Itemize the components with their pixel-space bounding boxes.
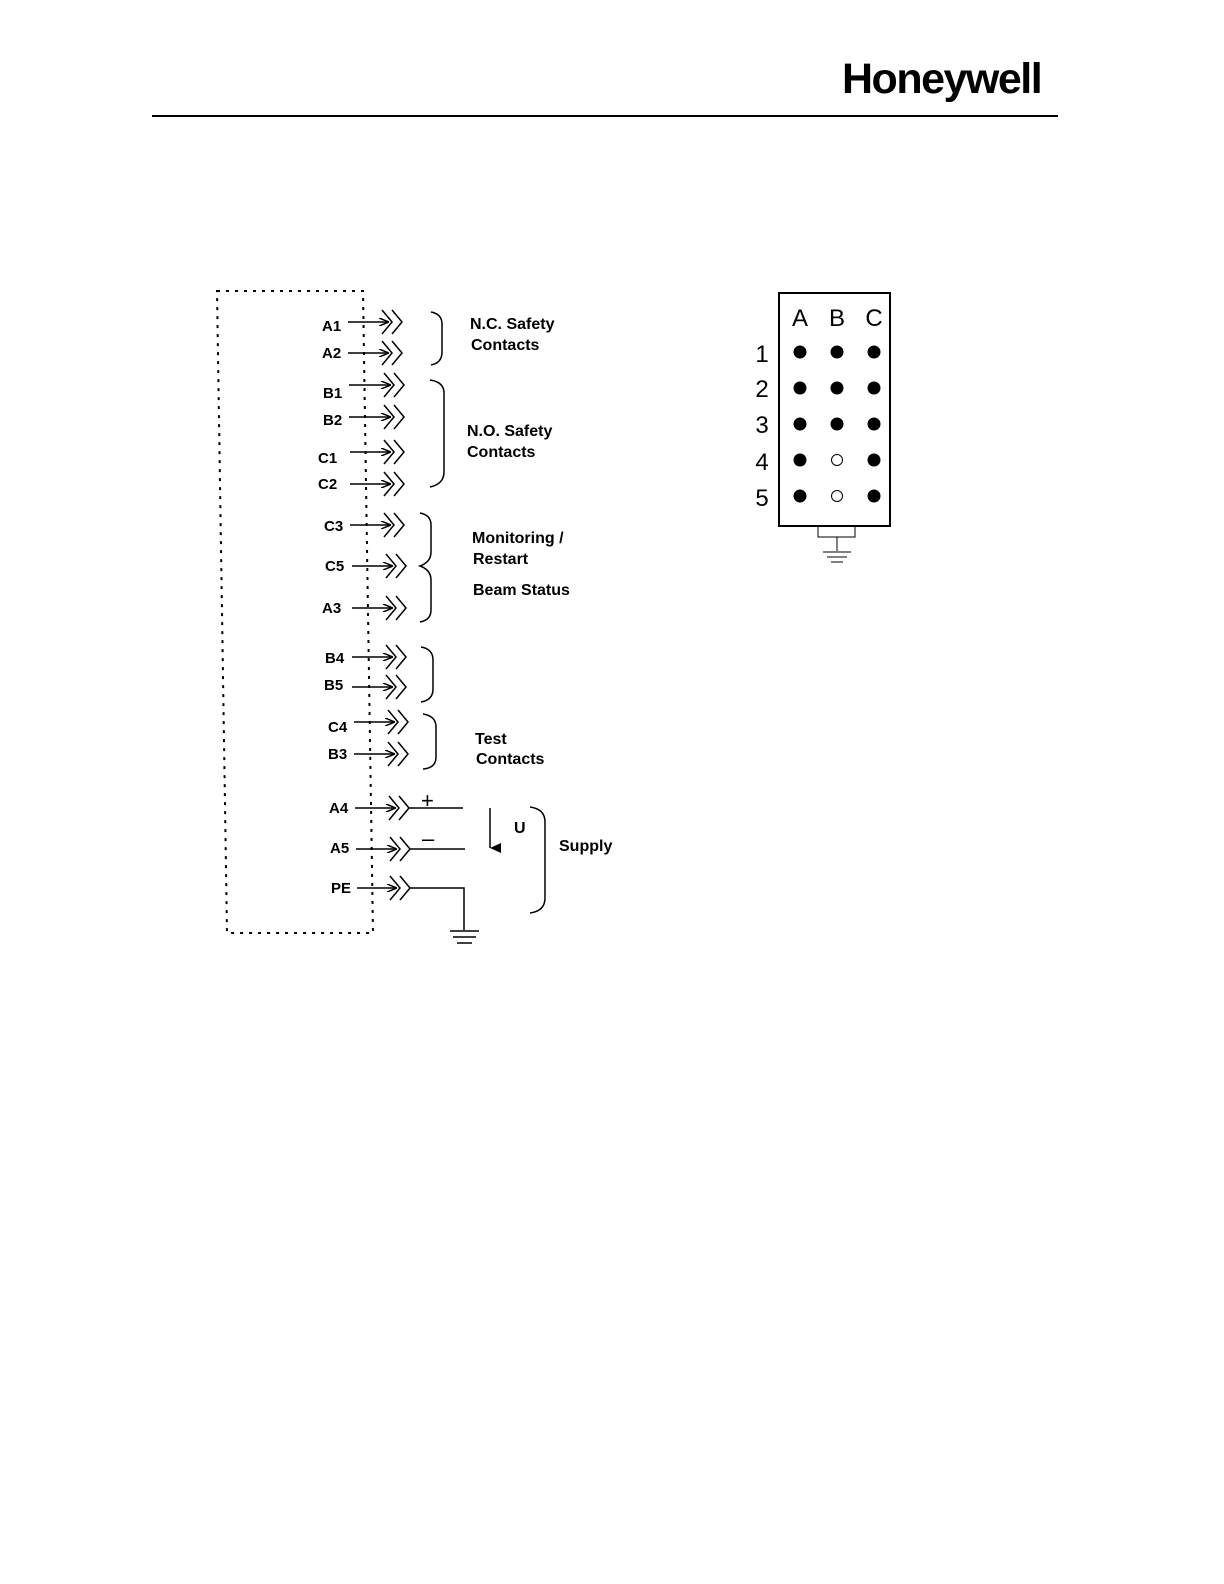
group-test-line1: Test — [475, 731, 507, 748]
connector-col-b: B — [829, 305, 845, 332]
connector-pin-c5 — [868, 490, 880, 502]
connector-col-c: C — [865, 305, 882, 332]
pin-b4: B4 — [325, 645, 406, 669]
connector-pin-c1 — [868, 346, 880, 358]
connector-row-4: 4 — [755, 449, 768, 476]
brace-nc — [431, 312, 442, 365]
pin-label-c4: C4 — [328, 719, 348, 736]
group-beam-status: Beam Status — [473, 582, 570, 599]
pin-label-b4: B4 — [325, 650, 345, 667]
group-no-line2: Contacts — [467, 444, 536, 461]
pin-label-c3: C3 — [324, 518, 343, 535]
brace-supply — [530, 807, 545, 913]
pin-label-b5: B5 — [324, 677, 343, 694]
pin-a3: A3 — [322, 596, 406, 620]
connector-pin-b5 — [832, 491, 843, 502]
connector-pin-a1 — [794, 346, 806, 358]
ground-symbol-icon — [450, 931, 479, 943]
connector-row-2: 2 — [755, 376, 768, 403]
pin-label-c5: C5 — [325, 558, 344, 575]
pin-pe: PE — [331, 876, 479, 943]
pin-label-a2: A2 — [322, 345, 341, 362]
pin-label-b3: B3 — [328, 746, 347, 763]
pin-label-a3: A3 — [322, 600, 341, 617]
pin-c1: C1 — [318, 440, 404, 467]
pin-b1: B1 — [323, 373, 404, 402]
brace-test — [423, 714, 436, 769]
pin-label-c1: C1 — [318, 450, 337, 467]
group-monitoring-line1: Monitoring / — [472, 530, 564, 547]
pin-b2: B2 — [323, 405, 404, 429]
pin-c5: C5 — [325, 554, 406, 578]
connector-pin-c2 — [868, 382, 880, 394]
group-monitoring-line2: Restart — [473, 551, 529, 568]
connector-pin-a5 — [794, 490, 806, 502]
pin-label-c2: C2 — [318, 476, 337, 493]
voltage-label: U — [514, 820, 526, 837]
connector-row-3: 3 — [755, 412, 768, 439]
pin-c4: C4 — [328, 710, 408, 736]
connector-pin-c3 — [868, 418, 880, 430]
pin-c2: C2 — [318, 472, 404, 496]
pin-b3: B3 — [328, 742, 408, 766]
pin-b5: B5 — [324, 675, 406, 699]
connector-pin-b3 — [831, 418, 843, 430]
device-outline — [217, 291, 373, 933]
pin-a5: A5 — [330, 837, 465, 861]
brace-monitoring — [420, 513, 431, 622]
pin-label-b1: B1 — [323, 385, 342, 402]
connector-pin-a4 — [794, 454, 806, 466]
connector-row-1: 1 — [755, 341, 768, 368]
pin-label-b2: B2 — [323, 412, 342, 429]
pin-label-a1: A1 — [322, 318, 341, 335]
connector-ground-icon — [818, 526, 855, 562]
group-test-line2: Contacts — [476, 751, 545, 768]
pin-a2: A2 — [322, 341, 402, 365]
pin-label-a5: A5 — [330, 840, 349, 857]
connector-pin-b1 — [831, 346, 843, 358]
pin-label-a4: A4 — [329, 800, 349, 817]
brace-no — [430, 380, 444, 487]
group-no-line1: N.O. Safety — [467, 423, 552, 440]
pin-a4: A4 — [329, 796, 463, 820]
connector-col-a: A — [792, 305, 808, 332]
connector-pin-b4 — [832, 455, 843, 466]
pin-c3: C3 — [324, 513, 404, 537]
supply-minus-sign: – — [422, 826, 435, 851]
group-nc-line1: N.C. Safety — [470, 316, 555, 333]
connector-row-5: 5 — [755, 485, 768, 512]
connector-pinout: A B C 1 2 3 4 5 — [755, 293, 890, 562]
pin-label-pe: PE — [331, 880, 351, 897]
connector-pin-a3 — [794, 418, 806, 430]
brace-b4-b5 — [421, 647, 433, 702]
group-supply: Supply — [559, 838, 612, 855]
connector-pin-a2 — [794, 382, 806, 394]
connector-pin-b2 — [831, 382, 843, 394]
group-nc-line2: Contacts — [471, 337, 540, 354]
connector-pin-c4 — [868, 454, 880, 466]
connector-pin-dots — [794, 346, 880, 502]
pin-a1: A1 — [322, 310, 402, 335]
supply-plus-sign: + — [421, 788, 434, 813]
